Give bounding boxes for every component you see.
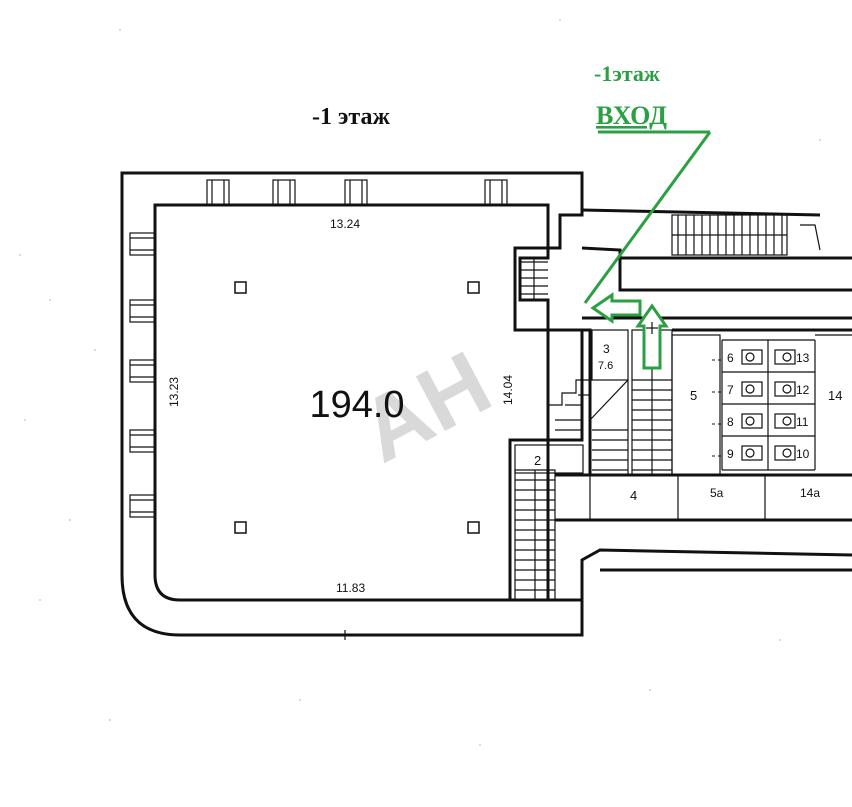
arrow-left-icon (590, 292, 642, 324)
main-room-area: 194.0 (309, 384, 404, 426)
entrance-annotation: -1этаж ВХОД (583, 61, 712, 370)
dim-left: 13.23 (167, 377, 181, 407)
room-4-number: 4 (630, 488, 637, 503)
room-14-number: 14 (828, 388, 842, 403)
room-14a-number: 14а (800, 486, 820, 500)
restroom-cubicles: 6 7 8 9 13 12 11 10 (712, 339, 816, 471)
dim-top: 13.24 (330, 217, 360, 231)
room-6-number: 6 (727, 351, 734, 365)
dim-right: 14.04 (501, 375, 515, 405)
room-2-number: 2 (534, 453, 541, 468)
room-3-area: 7.6 (598, 360, 613, 372)
room-12-number: 12 (796, 383, 810, 397)
entrance-label: ВХОД (596, 101, 667, 130)
columns (234, 281, 480, 534)
entrance-floor-label: -1этаж (594, 61, 660, 86)
right-wing: 5 (555, 208, 852, 635)
scan-noise (19, 19, 821, 746)
dim-bottom: 11.83 (336, 581, 365, 595)
room-3-number: 3 (603, 342, 610, 356)
entrance-pointer-line (583, 131, 712, 304)
room-9-number: 9 (727, 447, 734, 461)
floor-title: -1 этаж (312, 104, 390, 130)
arrow-up-icon (635, 303, 669, 370)
room-8-number: 8 (727, 415, 734, 429)
main-room: 13.24 11.83 13.23 14.04 194.0 (120, 171, 584, 640)
room-10-number: 10 (796, 447, 810, 461)
room-7-number: 7 (727, 383, 734, 397)
room-5-number: 5 (690, 388, 697, 403)
room-11-number: 11 (796, 415, 809, 429)
room-13-number: 13 (796, 351, 810, 365)
room-5a-number: 5а (710, 486, 724, 500)
